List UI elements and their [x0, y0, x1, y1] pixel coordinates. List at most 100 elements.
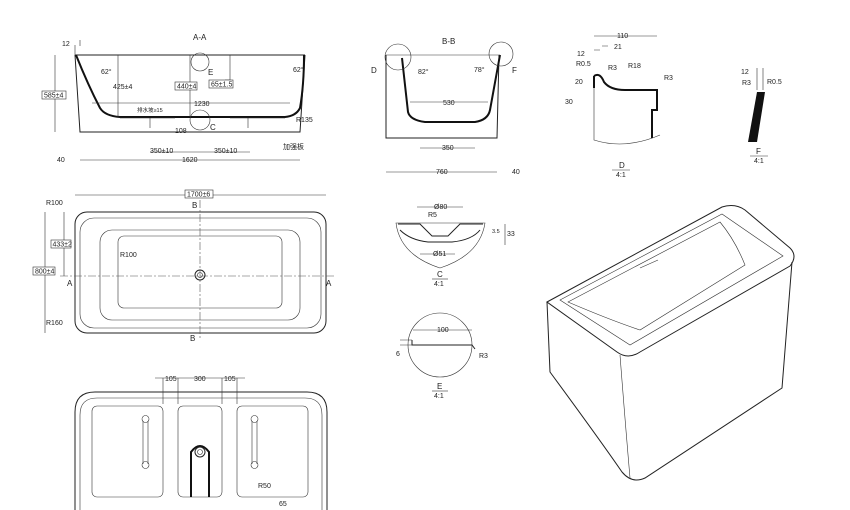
- detail-e-profile: [411, 340, 476, 350]
- dim-length-box: [184, 189, 214, 199]
- detail-f-view: 12 R3 R0.5 F 4:1: [741, 68, 782, 165]
- dim-gap-left: 105: [165, 376, 177, 383]
- dim-depth-inner: 425±4: [113, 84, 133, 91]
- dim-r-c: R3: [664, 75, 673, 82]
- detail-e-label: E: [437, 382, 442, 391]
- detail-c-scale: 4:1: [434, 281, 444, 288]
- support-rails: [142, 421, 258, 464]
- dim-inner-radius: R100: [120, 252, 137, 259]
- foot-icon: [250, 415, 259, 423]
- detail-e-dimension-lines: [400, 329, 472, 346]
- dim-center: 300: [194, 376, 206, 383]
- dim-gap-right: 105: [224, 376, 236, 383]
- dim-h2: 30: [565, 99, 573, 106]
- iso-overflow: [639, 259, 659, 269]
- dim-inner-dia: Ø51: [433, 251, 446, 258]
- plan-view: 1700±6 R100 B B 433±2 800±4 A A R100 R16…: [32, 189, 335, 343]
- section-bb-title: B-B: [442, 37, 455, 46]
- section-bb-dimension-lines: [386, 54, 500, 173]
- foot-icon: [141, 415, 150, 423]
- detail-c-profile: [398, 223, 483, 243]
- dim-width-box: [32, 266, 56, 276]
- detail-f-marker: [488, 41, 514, 67]
- plan-center-lines: [60, 200, 335, 340]
- detail-f-tag: F: [512, 66, 517, 75]
- dim-radius: R5: [428, 212, 437, 219]
- plan-outer: [74, 211, 327, 334]
- dim-corner-bottom: R160: [46, 320, 63, 327]
- plan-rim: [79, 217, 322, 329]
- section-bb-view: B-B D F 82° 78° 530 350 760 40: [371, 37, 520, 176]
- detail-d-view: 110 12 21 R0.5 R3 R18 R3 20 30 D 4:1: [565, 33, 673, 179]
- isometric-view: [546, 205, 795, 481]
- foot-icon: [141, 461, 150, 469]
- dim-r-b: R18: [628, 63, 641, 70]
- dim-rim: 12: [577, 51, 585, 58]
- detail-e-marker: [190, 52, 210, 72]
- dim-edge: 65: [279, 501, 287, 508]
- detail-f-label: F: [756, 147, 761, 156]
- dim-angle-left: 82°: [418, 68, 429, 76]
- detail-f-profile: [748, 92, 765, 142]
- reinforce-note: 加强板: [283, 142, 304, 151]
- dim-depth: 33: [507, 231, 515, 238]
- dim-rim: 12: [741, 69, 749, 76]
- dim-depth: 6: [396, 351, 400, 358]
- section-a-left-marker: A: [67, 279, 73, 288]
- detail-c-outline: [395, 222, 486, 269]
- foot-icon: [250, 461, 259, 469]
- dim-width: 800±4: [35, 269, 55, 276]
- dim-angle-right: 78°: [474, 66, 485, 74]
- detail-f-scale: 4:1: [754, 158, 764, 165]
- dim-foot-right: 350±10: [214, 148, 237, 155]
- detail-d-profile: [593, 73, 658, 138]
- dim-step: 3.5: [492, 229, 500, 235]
- section-a-right-marker: A: [326, 279, 332, 288]
- dim-foot-left: 350±10: [150, 148, 173, 155]
- section-aa-view: A-A 12 585±4 62° 62° 425±4 440±4 E 65±1.…: [41, 33, 313, 164]
- dim-half-width-box: [50, 239, 72, 249]
- dim-height: 585±4: [44, 93, 64, 100]
- section-bb-basin: [401, 54, 501, 123]
- dim-base-offset: 40: [512, 169, 520, 176]
- iso-basin: [567, 221, 746, 331]
- section-aa-basin: [75, 54, 305, 118]
- section-bb-outline: [385, 54, 500, 139]
- detail-f-lines: [756, 68, 764, 90]
- dim-inner-length: 1230: [194, 101, 210, 108]
- detail-c-view: Ø80 R5 3.5 33 Ø51 C 4:1: [395, 204, 515, 288]
- detail-d-scale: 4:1: [616, 172, 626, 179]
- bottom-dimension-lines: [155, 377, 245, 404]
- dim-width: 110: [617, 33, 628, 40]
- drain-icon: [194, 269, 206, 281]
- drain-pipe: [190, 445, 210, 497]
- detail-e-scale: 4:1: [434, 393, 444, 400]
- dim-depth-center-box: [174, 81, 198, 91]
- dim-overflow-box: [208, 79, 234, 89]
- dim-length: 1700±6: [187, 192, 210, 199]
- detail-d-lines: [593, 35, 661, 145]
- bottom-panel-center: [177, 405, 223, 498]
- dim-h1: 20: [575, 79, 583, 86]
- dim-r-b: R0.5: [767, 79, 782, 86]
- drain-inner: [197, 449, 203, 455]
- iso-rim-top: [546, 205, 795, 357]
- iso-apron: [546, 261, 793, 481]
- dim-angle-left: 62°: [101, 68, 112, 76]
- dim-drain-height: 108: [175, 128, 187, 135]
- section-aa-feet: [120, 117, 285, 128]
- section-aa-title: A-A: [193, 33, 207, 42]
- dim-corner-top: R100: [46, 200, 63, 207]
- bottom-inner: [79, 397, 323, 510]
- dim-radius: R3: [479, 353, 488, 360]
- dim-foot-span: 350: [442, 145, 454, 152]
- dim-r-small: R0.5: [576, 61, 591, 68]
- detail-c-label: C: [437, 270, 443, 279]
- bottom-panel-left: [91, 405, 164, 498]
- dim-rim: 12: [62, 41, 70, 48]
- dim-base-offset: 40: [57, 157, 65, 164]
- bottom-view: 105 300 105 R50 65: [74, 376, 328, 510]
- detail-d-label: D: [619, 161, 625, 170]
